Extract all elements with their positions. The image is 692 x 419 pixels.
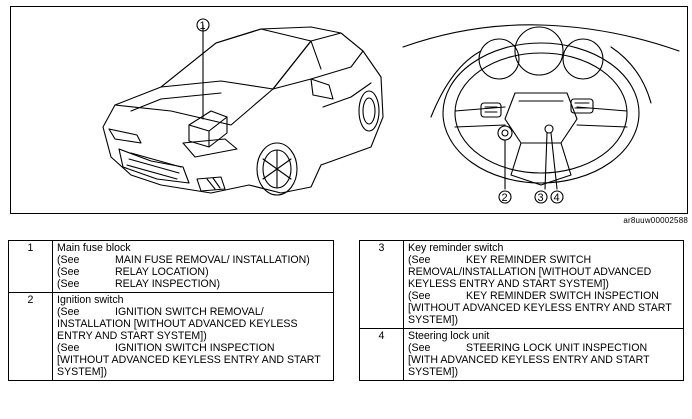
figure-code: ar8uuw00002588 — [623, 216, 688, 225]
figure-frame: 1 — [10, 6, 688, 214]
car-front-wheel — [256, 142, 298, 196]
callout-2: 2 — [502, 192, 508, 204]
switch-pad-left — [480, 102, 502, 118]
item-number: 2 — [8, 292, 53, 381]
item-title: Steering lock unit — [408, 330, 490, 342]
steering-wheel — [442, 42, 640, 184]
dashboard-outline — [402, 24, 680, 52]
item-title: Key reminder switch — [408, 242, 504, 254]
callout-1: 1 — [200, 20, 206, 32]
item-number: 4 — [359, 328, 404, 381]
gauge-left — [478, 38, 520, 80]
gauge-center — [514, 26, 564, 76]
callout-3: 3 — [538, 192, 544, 204]
car-rear-wheel — [358, 90, 380, 132]
car-body — [102, 26, 384, 194]
car-grille — [118, 148, 190, 184]
callout-4: 4 — [554, 192, 560, 204]
ignition-switch — [497, 125, 513, 141]
item-title: Ignition switch — [57, 294, 124, 306]
item-number: 3 — [359, 240, 404, 329]
item-number: 1 — [8, 240, 53, 293]
car-headlight-right — [182, 138, 238, 158]
fuse-block — [188, 110, 228, 148]
gauge-right — [562, 38, 604, 80]
vehicle-illustration: 1 — [102, 18, 680, 204]
switch-pad-right — [570, 98, 594, 114]
steering-lock-unit — [544, 124, 554, 134]
car-windshield — [160, 28, 312, 90]
item-title: Main fuse block — [57, 242, 131, 254]
car-headlight-left — [108, 128, 142, 144]
